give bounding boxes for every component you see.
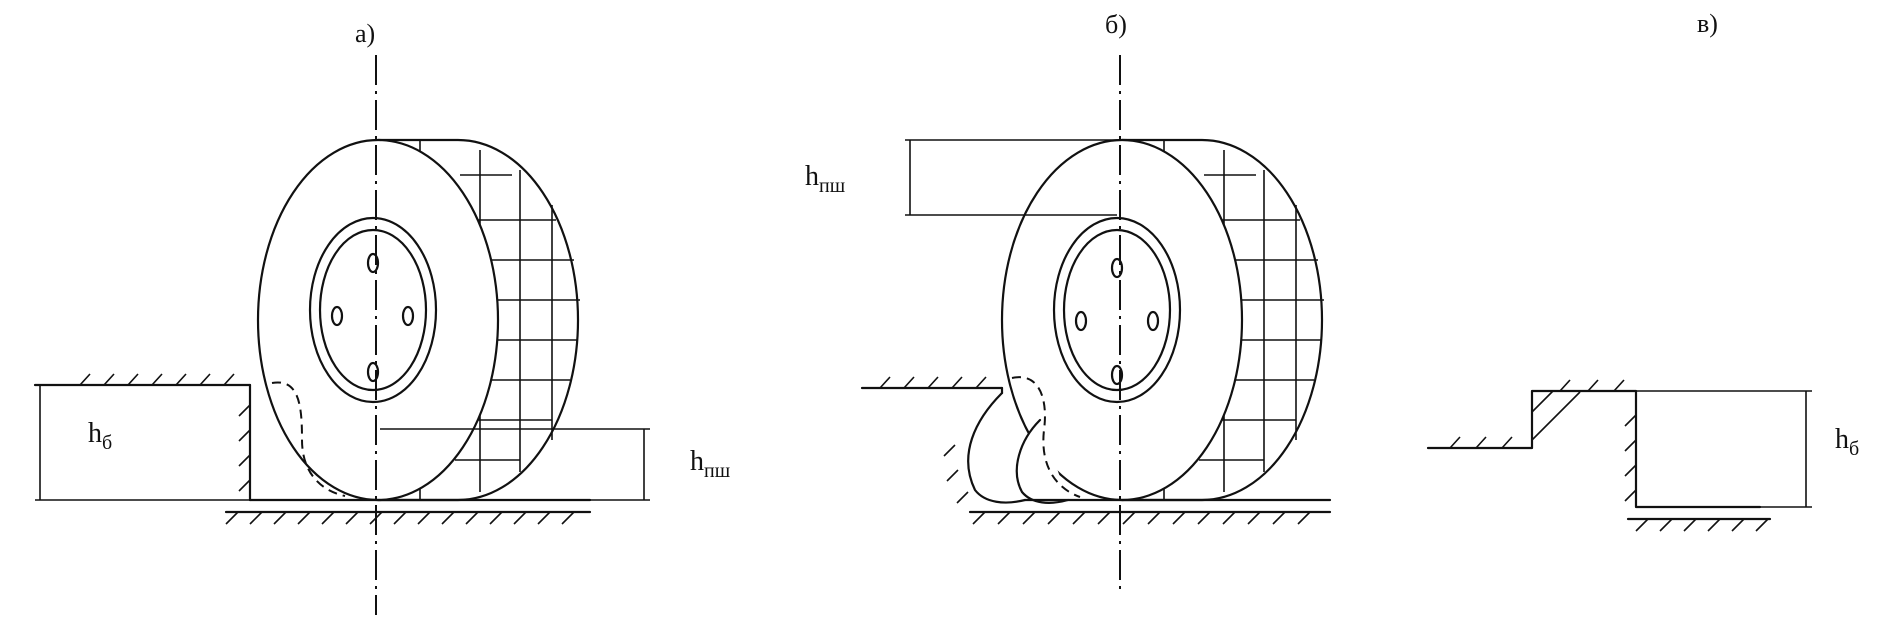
panel-b-soil-deformation — [967, 376, 1081, 504]
panel-b: б) — [805, 10, 1332, 595]
panel-b-label: б) — [1105, 10, 1127, 39]
panel-b-dim-hpsh — [905, 139, 1122, 216]
panel-b-hpsh-label: hпш — [805, 161, 846, 197]
panel-a-rim — [308, 216, 438, 404]
panel-b-bolt-holes — [1074, 257, 1160, 386]
panel-a-sidewall — [256, 138, 500, 502]
panel-a: а) — [33, 19, 731, 615]
panel-c: в) hб — [1426, 9, 1859, 532]
panel-c-profile — [1426, 379, 1812, 532]
panel-c-label: в) — [1697, 9, 1718, 38]
panel-a-bolt-holes — [330, 252, 415, 383]
panel-a-dim-hb — [35, 385, 250, 501]
panel-b-ground — [860, 376, 1332, 525]
panel-a-label: а) — [355, 19, 375, 48]
panel-a-hpsh-label: hпш — [690, 446, 731, 482]
panel-a-deformation — [271, 381, 346, 497]
panel-a-dim-hpsh — [380, 428, 650, 501]
panel-b-rim — [1052, 216, 1182, 404]
panel-a-hb-label: hб — [88, 418, 112, 454]
panel-c-hb-label: hб — [1835, 424, 1859, 460]
